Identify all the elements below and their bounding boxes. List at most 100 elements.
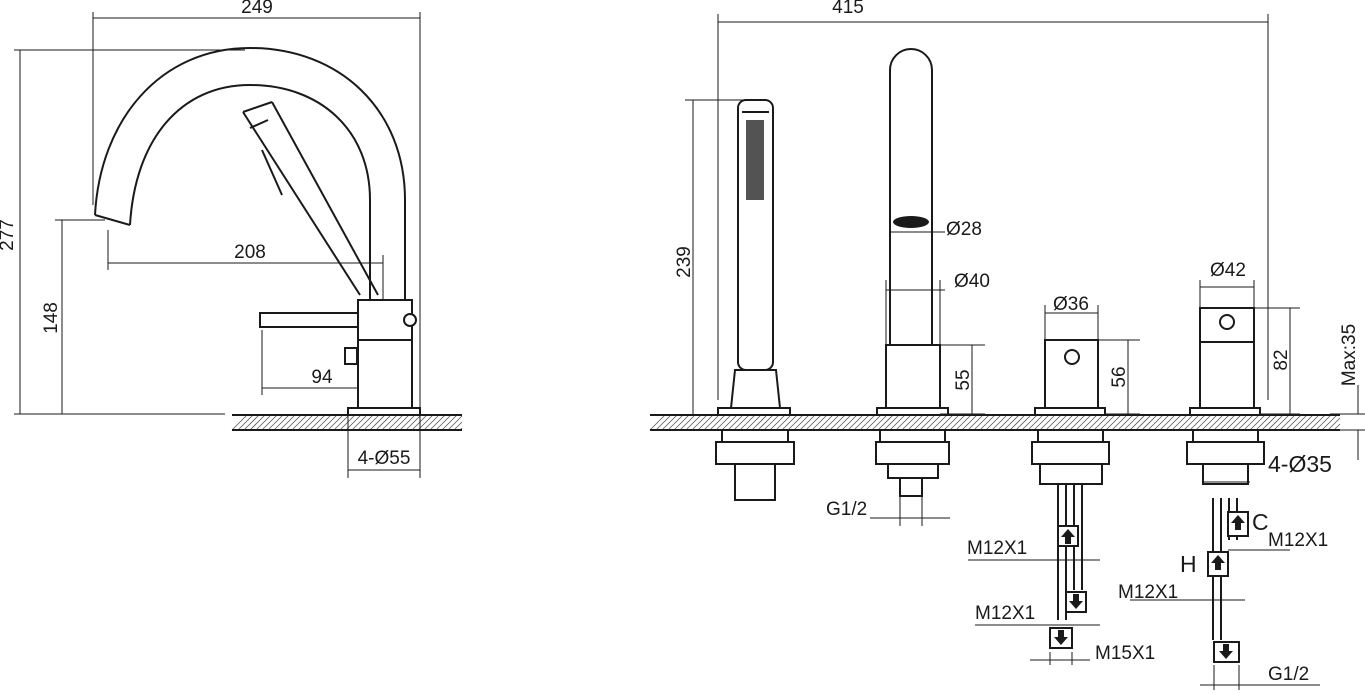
hatch-line xyxy=(979,414,996,431)
hatch-line xyxy=(1111,414,1128,431)
hatch-line xyxy=(991,414,1008,431)
hatch-line xyxy=(357,414,374,431)
hatch-line xyxy=(1099,414,1116,431)
hatch-line xyxy=(769,414,786,431)
hatch-line xyxy=(375,414,392,431)
hatch-line xyxy=(1009,414,1026,431)
hatch-line xyxy=(453,421,463,431)
hatch-line xyxy=(1231,414,1248,431)
hatch-line xyxy=(279,414,296,431)
dim-spout-dia: Ø40 xyxy=(954,271,990,292)
label-hot: H xyxy=(1180,551,1197,577)
hatch-line xyxy=(1291,414,1308,431)
left-view-basin-mixer: 249 277 208 148 94 4-Ø55 xyxy=(0,0,462,478)
hatch-line xyxy=(1075,414,1092,431)
dim-valve2-thread-c: M12X1 xyxy=(1268,530,1328,551)
dim-base: 4-Ø55 xyxy=(358,448,411,469)
dim-valve1-thread-bottom: M12X1 xyxy=(975,603,1035,624)
hatch-line xyxy=(907,414,924,431)
hatch-line xyxy=(757,414,774,431)
hatch-line xyxy=(1201,414,1218,431)
hatch-line xyxy=(1177,414,1194,431)
hatch-line xyxy=(715,414,732,431)
hatch-line xyxy=(315,414,332,431)
dim-valve2-dia: Ø42 xyxy=(1210,260,1246,281)
dim-height: 277 xyxy=(0,219,18,251)
hatch-line xyxy=(327,414,344,431)
hatch-line xyxy=(1219,414,1236,431)
hatch-line xyxy=(853,414,870,431)
hatch-line xyxy=(1237,414,1254,431)
hatch-line xyxy=(727,414,744,431)
hatch-line xyxy=(667,414,684,431)
hatch-line xyxy=(895,414,912,431)
hatch-line xyxy=(1141,414,1158,431)
hatch-line xyxy=(1315,414,1332,431)
dim-holes: 4-Ø35 xyxy=(1268,451,1332,477)
dim-reach: 208 xyxy=(234,242,266,263)
hatch-line xyxy=(763,414,780,431)
hatch-line xyxy=(1015,414,1032,431)
hatch-line xyxy=(787,414,804,431)
dim-spout-dia-top: Ø28 xyxy=(946,219,982,240)
hatch-line xyxy=(841,414,858,431)
hatch-line xyxy=(997,414,1014,431)
hatch-line xyxy=(949,414,966,431)
hatch-line xyxy=(697,414,714,431)
hatch-line xyxy=(1153,414,1170,431)
hatch-line xyxy=(973,414,990,431)
hatch-line xyxy=(1309,414,1326,431)
dim-spout-height: 148 xyxy=(41,302,62,334)
dim-valve1-dia: Ø36 xyxy=(1053,294,1089,315)
hatch-line xyxy=(1147,414,1164,431)
hatch-line xyxy=(231,414,248,431)
hatch-line xyxy=(679,414,696,431)
hatch-line xyxy=(751,414,768,431)
label-cold: C xyxy=(1252,509,1269,535)
hatch-line xyxy=(1297,414,1314,431)
hatch-line xyxy=(363,414,380,431)
hatch-line xyxy=(393,414,410,431)
hatch-line xyxy=(655,414,672,431)
hatch-line xyxy=(721,414,738,431)
hatch-line xyxy=(889,414,906,431)
hatch-line xyxy=(865,414,882,431)
hatch-line xyxy=(703,414,720,431)
hatch-line xyxy=(297,414,314,431)
hatch-line xyxy=(1243,414,1260,431)
hatch-line xyxy=(919,414,936,431)
hatch-line xyxy=(937,414,954,431)
dim-valve2-outlet: G1/2 xyxy=(1268,664,1309,685)
hatch-line xyxy=(685,414,702,431)
hatch-line xyxy=(985,414,1002,431)
hatch-line xyxy=(261,414,278,431)
hatch-line xyxy=(775,414,792,431)
hatch-line xyxy=(955,414,972,431)
hatch-line xyxy=(273,414,290,431)
hatch-line xyxy=(1057,414,1074,431)
hatch-line xyxy=(661,414,678,431)
hatch-line xyxy=(1279,414,1296,431)
hatch-line xyxy=(1063,414,1080,431)
hatch-line xyxy=(369,414,386,431)
hatch-line xyxy=(835,414,852,431)
hatch-line xyxy=(793,414,810,431)
dim-valve1-height: 56 xyxy=(1109,366,1130,387)
dim-width: 249 xyxy=(241,0,273,18)
hatch-line xyxy=(871,414,888,431)
hatch-line xyxy=(805,414,822,431)
hatch-line xyxy=(1117,414,1134,431)
dim-valve2-height: 82 xyxy=(1271,349,1292,370)
hatch-line xyxy=(237,414,254,431)
hatch-line xyxy=(255,414,272,431)
dim-valve1-thread-top: M12X1 xyxy=(967,538,1027,559)
hatch-line xyxy=(1261,414,1278,431)
hatch-line xyxy=(1189,414,1206,431)
hatch-line xyxy=(709,414,726,431)
hatch-line xyxy=(1033,414,1050,431)
hatch-line xyxy=(1255,414,1272,431)
hatch-line xyxy=(1159,414,1176,431)
dim-shower-height: 239 xyxy=(674,246,695,278)
hatch-line xyxy=(961,414,978,431)
hatch-line xyxy=(823,414,840,431)
